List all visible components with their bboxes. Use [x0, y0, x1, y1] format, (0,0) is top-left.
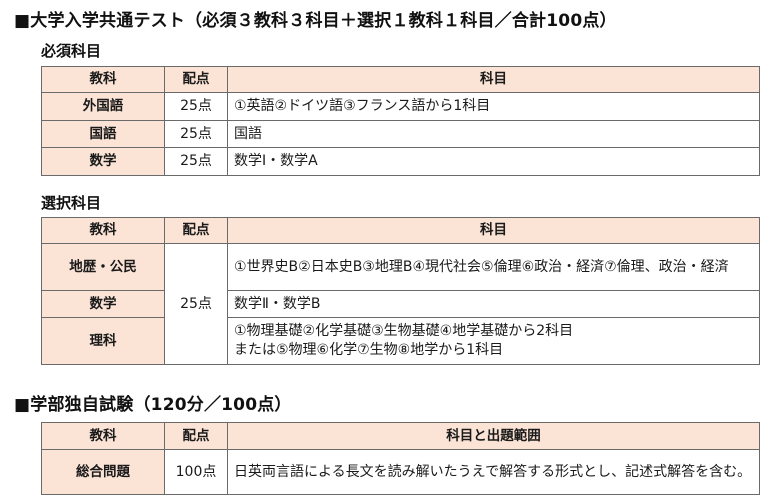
table-row: 総合問題 100点 日英両言語による長文を読み解いたうえで解答する形式とし、記述… [41, 449, 760, 495]
column-header-subject-area: 教科 [41, 422, 165, 450]
points-cell: 25点 [164, 120, 228, 148]
table-row: 理科 ①物理基礎②化学基礎③生物基礎④地学基礎から2科目 または⑤物理⑥化学⑦生… [41, 317, 760, 365]
elective-subjects-table: 教科 配点 科目 地歴・公民 25点 ①世界史B②日本史B③地理B④現代社会⑤倫… [41, 217, 760, 365]
column-header-subject-area: 教科 [41, 66, 165, 93]
subjects-cell: ①物理基礎②化学基礎③生物基礎④地学基礎から2科目 または⑤物理⑥化学⑦生物⑧地… [227, 317, 760, 365]
table-row: 数学 25点 数学Ⅰ・数学A [41, 147, 760, 176]
subject-area-cell: 数学 [41, 290, 165, 318]
faculty-exam-title: ■学部独自試験（120分／100点） [14, 395, 292, 415]
points-cell: 25点 [164, 92, 228, 121]
subjects-cell: 日英両言語による長文を読み解いたうえで解答する形式とし、記述式解答を含む。 [227, 449, 760, 495]
subjects-cell: 数学Ⅱ・数学B [227, 290, 760, 318]
column-header-points: 配点 [164, 66, 228, 93]
table-header-row: 教科 配点 科目と出題範囲 [41, 422, 760, 450]
shared-points-cell: 25点 [164, 243, 228, 365]
subjects-line-2: または⑤物理⑥化学⑦生物⑧地学から1科目 [234, 342, 504, 358]
subjects-cell: ①世界史B②日本史B③地理B④現代社会⑤倫理⑥政治・経済⑦倫理、政治・経済 [227, 243, 760, 291]
subjects-line-1: ①物理基礎②化学基礎③生物基礎④地学基礎から2科目 [234, 323, 574, 339]
points-cell: 100点 [164, 449, 228, 495]
subject-area-cell: 数学 [41, 147, 165, 176]
subjects-cell: 国語 [227, 120, 760, 148]
subjects-cell: 数学Ⅰ・数学A [227, 147, 760, 176]
column-header-points: 配点 [164, 217, 228, 244]
subjects-cell: ①英語②ドイツ語③フランス語から1科目 [227, 92, 760, 121]
table-row: 地歴・公民 25点 ①世界史B②日本史B③地理B④現代社会⑤倫理⑥政治・経済⑦倫… [41, 243, 760, 365]
elective-subjects-heading: 選択科目 [41, 194, 102, 212]
subject-area-cell: 地歴・公民 [41, 243, 165, 291]
table-row: 数学 数学Ⅱ・数学B [41, 290, 760, 318]
column-header-subjects-and-scope: 科目と出題範囲 [227, 422, 760, 450]
table-row: 外国語 25点 ①英語②ドイツ語③フランス語から1科目 [41, 92, 760, 121]
subject-area-cell: 理科 [41, 317, 165, 365]
table-header-row: 教科 配点 科目 [41, 217, 760, 244]
column-header-subjects: 科目 [227, 217, 760, 244]
table-header-row: 教科 配点 科目 [41, 66, 760, 93]
subject-area-cell: 総合問題 [41, 449, 165, 495]
column-header-subject-area: 教科 [41, 217, 165, 244]
required-subjects-heading: 必須科目 [41, 42, 102, 60]
table-row: 国語 25点 国語 [41, 120, 760, 148]
subject-area-cell: 国語 [41, 120, 165, 148]
common-test-title: ■大学入学共通テスト（必須３教科３科目＋選択１教科１科目／合計100点） [14, 11, 617, 31]
faculty-exam-table: 教科 配点 科目と出題範囲 総合問題 100点 日英両言語による長文を読み解いた… [41, 422, 760, 495]
required-subjects-table: 教科 配点 科目 外国語 25点 ①英語②ドイツ語③フランス語から1科目 国語 … [41, 66, 760, 176]
column-header-subjects: 科目 [227, 66, 760, 93]
column-header-points: 配点 [164, 422, 228, 450]
subject-area-cell: 外国語 [41, 92, 165, 121]
points-cell: 25点 [164, 147, 228, 176]
